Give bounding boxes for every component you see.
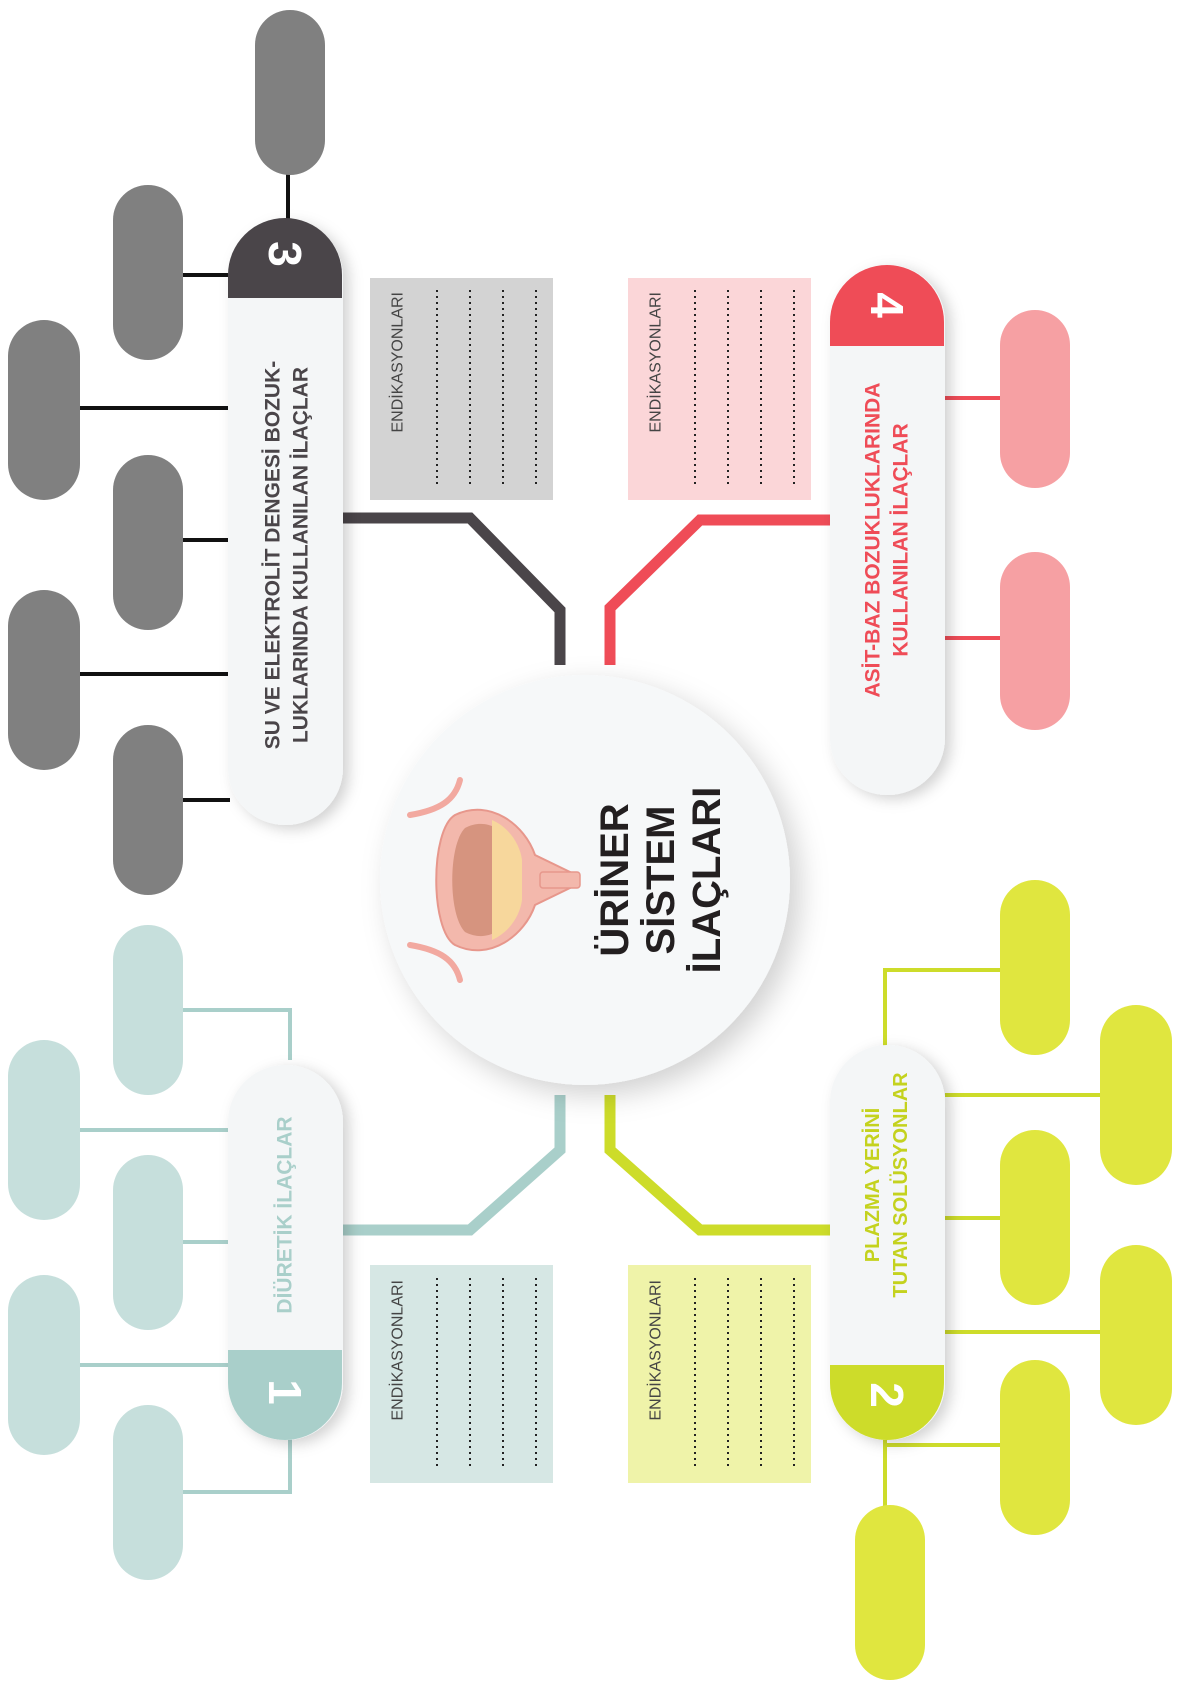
branch-2-pill	[1000, 1360, 1070, 1535]
branch-4-pills	[1000, 310, 1070, 730]
branch-1-pill	[113, 925, 183, 1095]
branch-2-indications-box	[628, 1265, 811, 1483]
branch-1-pill	[113, 1405, 183, 1580]
branch-2-indication-lines	[694, 1278, 795, 1470]
branch-3: 3 SU VE ELEKTROLİT DENGESİ BOZUK-LUKLARI…	[8, 10, 566, 895]
branch-1-number-cap	[228, 1350, 342, 1440]
branch-4-main-connector	[604, 514, 830, 665]
branch-4-indications-box	[628, 278, 811, 500]
branch-2-pills	[855, 880, 1172, 1680]
branch-2-number: 2	[861, 1382, 913, 1408]
urinary-bladder-icon	[407, 777, 581, 983]
branch-1-connectors	[80, 1008, 292, 1494]
branch-1-indications-label: ENDİKASYONLARI	[388, 1280, 407, 1420]
branch-1-pills	[8, 925, 183, 1580]
center-title-line: ÜRİNER	[592, 803, 637, 956]
branch-2-label-line: TUTAN SOLÜSYONLAR	[889, 1072, 912, 1298]
branch-2-card	[830, 1045, 945, 1440]
branch-1-pill	[8, 1040, 80, 1220]
branch-3-label-line: LUKLARINDA KULLANILAN İLAÇLAR	[290, 367, 313, 743]
branch-2-main-connector	[604, 1095, 830, 1236]
branch-3-indications-box	[370, 278, 553, 500]
branch-3-label-line: SU VE ELEKTROLİT DENGESİ BOZUK-	[262, 361, 285, 750]
branch-3-indications-label: ENDİKASYONLARI	[388, 292, 407, 432]
branch-3-indication-lines	[436, 290, 537, 485]
branch-3-pill	[113, 185, 183, 360]
branch-2-pill	[1100, 1005, 1172, 1185]
branch-4-pill	[1000, 552, 1070, 730]
center-circle	[380, 675, 790, 1085]
branch-2-indications-label: ENDİKASYONLARI	[646, 1280, 665, 1420]
branch-4-label-line: ASİT-BAZ BOZUKLUKLARINDA	[862, 383, 885, 698]
branch-1-number: 1	[259, 1379, 311, 1405]
branch-2-pill	[1100, 1245, 1172, 1425]
branch-2-pill	[1000, 880, 1070, 1055]
branch-3-pill	[255, 10, 325, 175]
branch-3-main-connector	[340, 512, 566, 665]
branch-1-card	[228, 1065, 343, 1440]
branch-1-pill	[113, 1155, 183, 1330]
branch-1-label: DİÜRETİK İLAÇLAR	[274, 1116, 297, 1313]
branch-4-card	[830, 265, 945, 795]
branch-3-pill	[113, 455, 183, 630]
branch-3-number-cap	[228, 218, 342, 298]
branch-1-indications-box	[370, 1265, 553, 1483]
branch-2-pill	[1000, 1130, 1070, 1305]
branch-1-label-line: DİÜRETİK İLAÇLAR	[274, 1116, 297, 1313]
branch-1-indication-lines	[436, 1278, 537, 1470]
branch-4-number: 4	[861, 292, 913, 318]
branch-2-label-line: PLAZMA YERİNİ	[861, 1108, 884, 1262]
branch-4-pill	[1000, 310, 1070, 488]
branch-1: 1 DİÜRETİK İLAÇLAR ENDİKASYONLARI	[8, 925, 566, 1580]
branch-4-indication-lines	[694, 290, 795, 485]
branch-1-pill	[8, 1275, 80, 1455]
branch-4-label-line: KULLANILAN İLAÇLAR	[890, 423, 913, 656]
branch-2-pill	[855, 1505, 925, 1680]
branch-4-connectors	[945, 396, 1000, 640]
branch-4-indications-label: ENDİKASYONLARI	[646, 292, 665, 432]
branch-3-card	[228, 220, 343, 825]
branch-2-number-cap	[830, 1365, 944, 1440]
branch-1-main-connector	[340, 1095, 566, 1236]
branch-3-pill	[8, 320, 80, 500]
center-title-line: İLAÇLARI	[685, 787, 729, 974]
branch-3-pills	[8, 10, 325, 895]
branch-3-pill	[113, 725, 183, 895]
branch-4-number-cap	[830, 265, 944, 346]
center-title-line: SİSTEM	[639, 806, 683, 955]
branch-3-label: SU VE ELEKTROLİT DENGESİ BOZUK-LUKLARIND…	[262, 361, 313, 750]
branch-3-number: 3	[259, 241, 311, 267]
branch-3-pill	[8, 590, 80, 770]
